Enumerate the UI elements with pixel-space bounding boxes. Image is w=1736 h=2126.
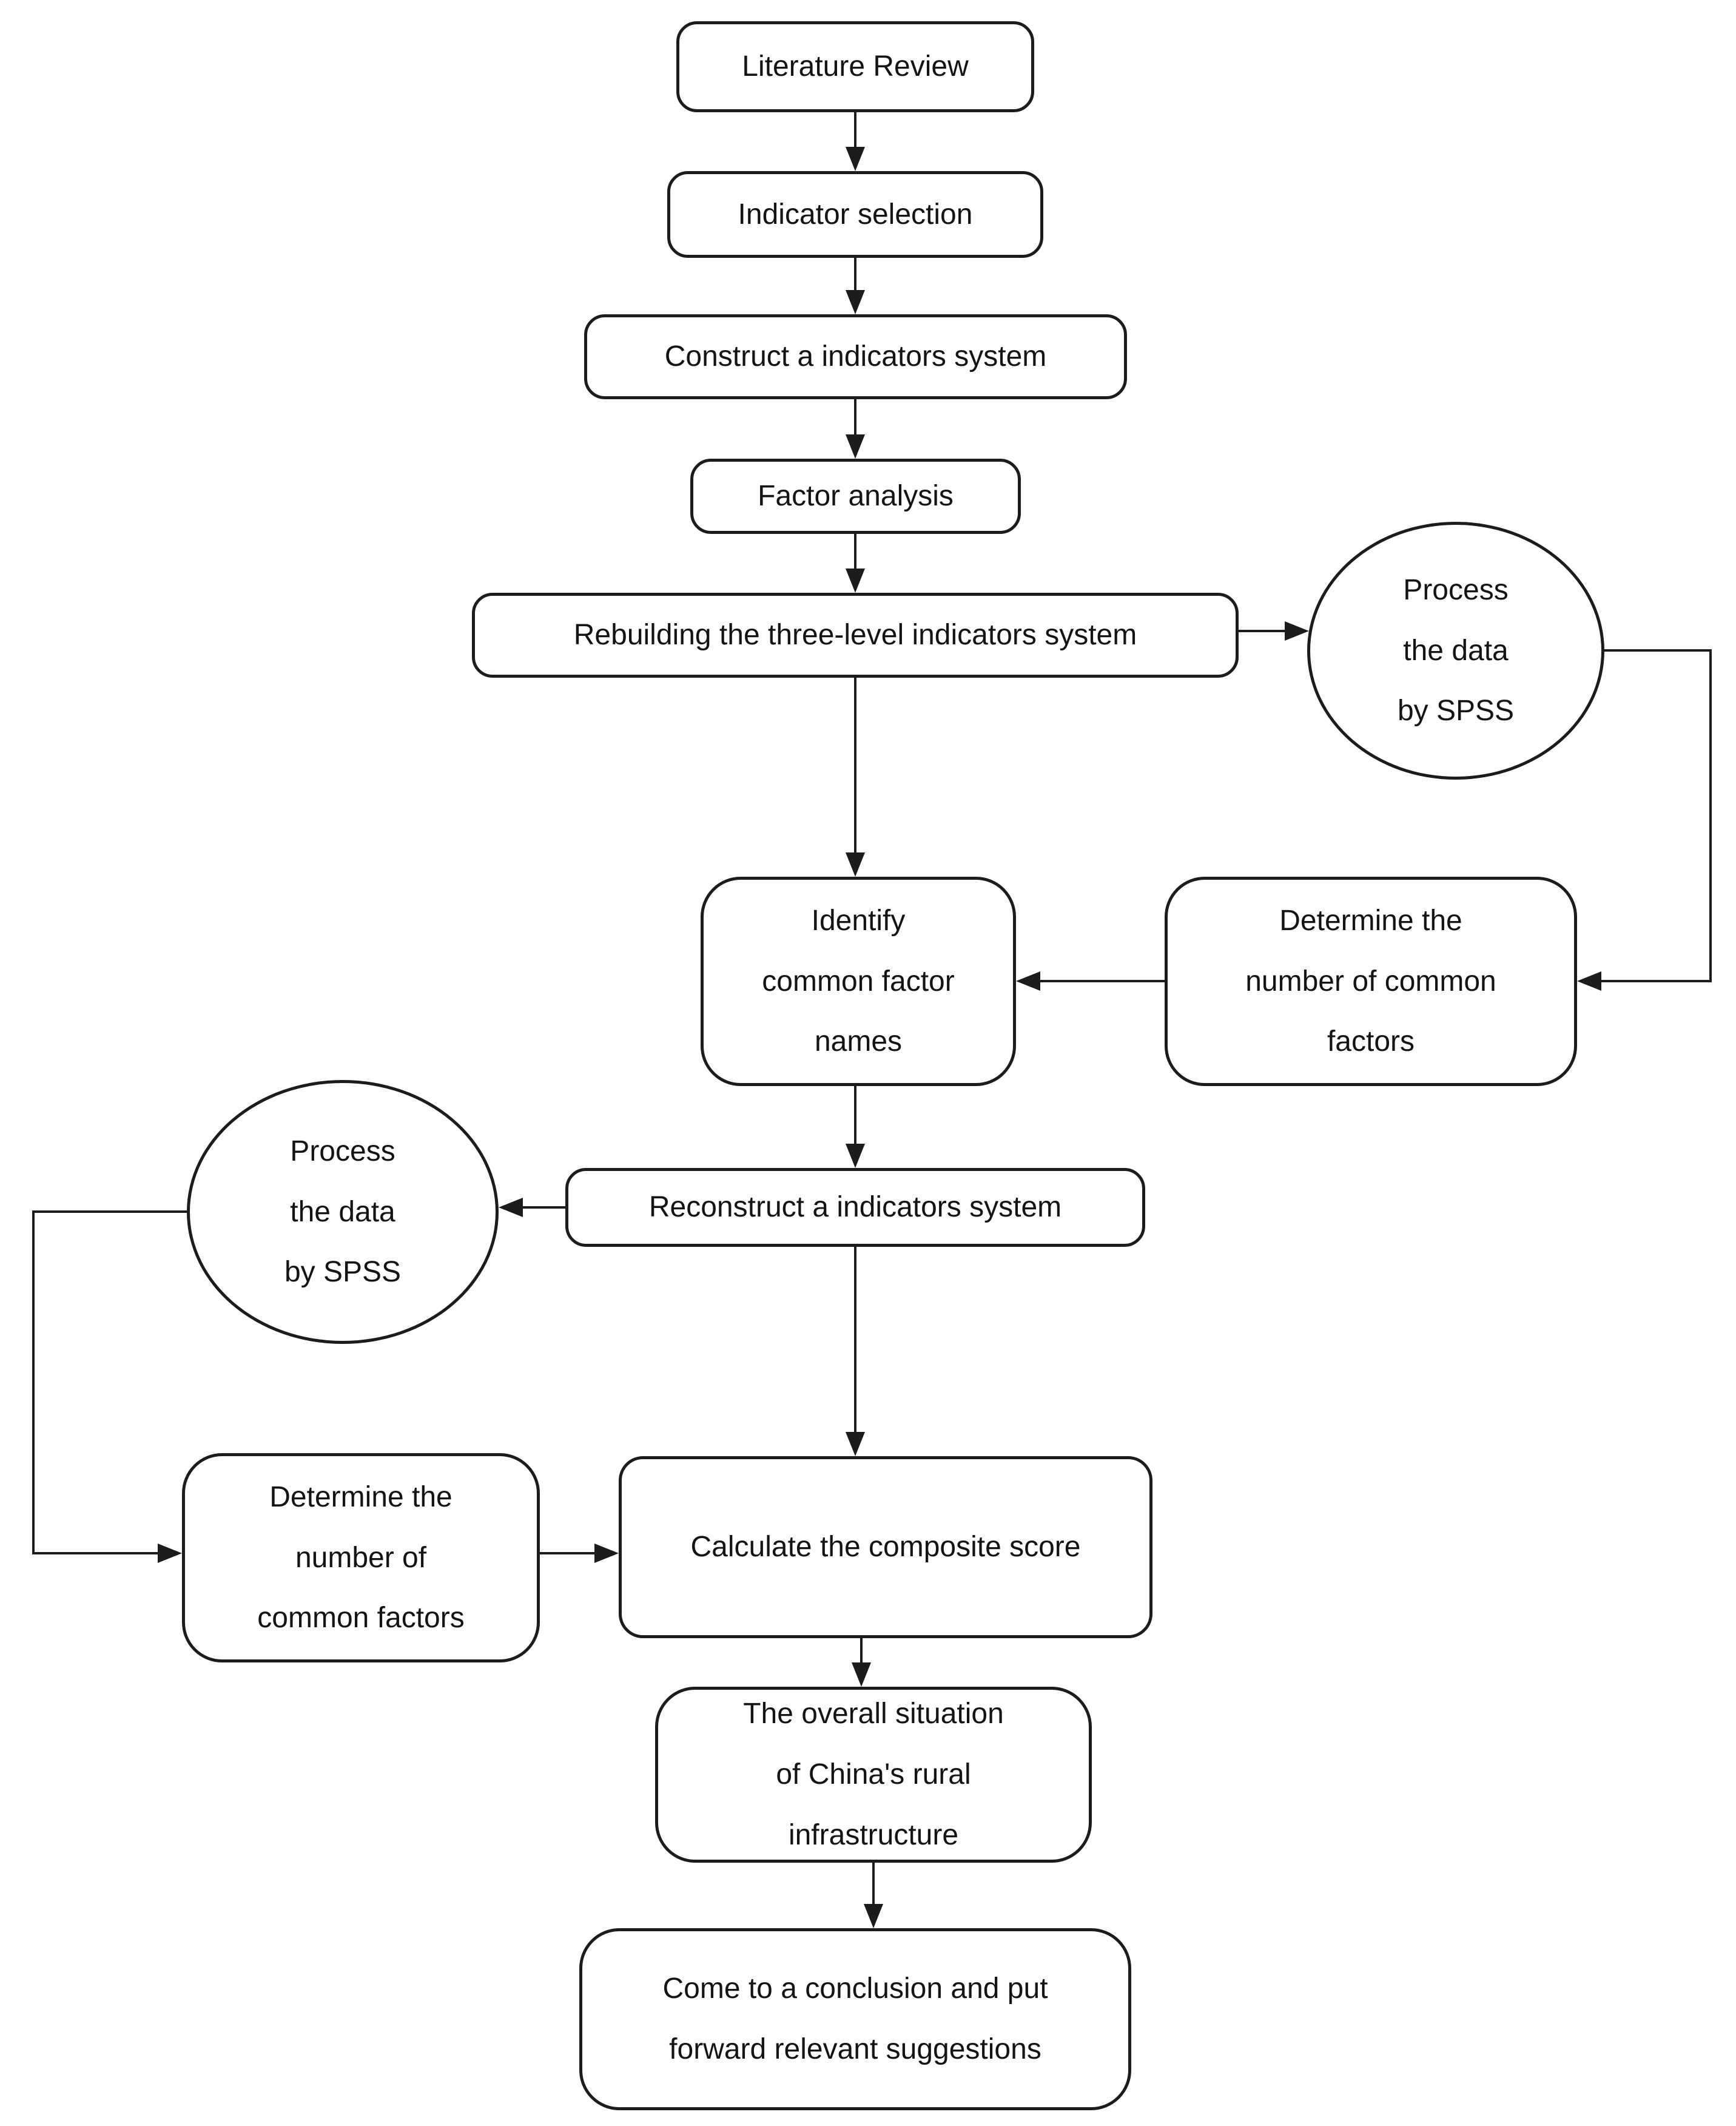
edge-literature-to-indicator-arrowhead-icon	[846, 147, 865, 171]
edge-construct-to-factor-segment-1	[854, 399, 856, 437]
edge-spss-left-to-determine-left-segment-1	[35, 1210, 187, 1213]
edge-rebuilding-to-identify-segment-1	[854, 678, 856, 855]
edge-indicator-to-construct-arrowhead-icon	[846, 290, 865, 314]
edge-spss-right-to-determine-right-segment-3	[1601, 980, 1712, 982]
node-indicator-selection: Indicator selection	[667, 171, 1043, 258]
node-label-literature-review: Literature Review	[742, 50, 969, 83]
edge-rebuilding-to-spss-right-segment-1	[1239, 630, 1287, 632]
edge-identify-to-reconstruct-segment-1	[854, 1086, 856, 1146]
edge-spss-right-to-determine-right-arrowhead-icon	[1577, 971, 1601, 991]
edge-factor-to-rebuilding-segment-1	[854, 534, 856, 571]
edge-determine-right-to-identify-arrowhead-icon	[1016, 971, 1040, 991]
node-calculate-composite-score: Calculate the composite score	[619, 1456, 1152, 1638]
node-label-factor-analysis: Factor analysis	[758, 480, 954, 512]
edge-determine-left-to-calculate-segment-1	[540, 1552, 597, 1554]
node-label-rebuilding-three-level-system: Rebuilding the three-level indicators sy…	[573, 619, 1137, 651]
edge-rebuilding-to-spss-right-arrowhead-icon	[1285, 621, 1309, 641]
node-construct-indicators-system: Construct a indicators system	[584, 314, 1127, 399]
edge-spss-right-to-determine-right-segment-1	[1603, 649, 1712, 652]
edge-spss-left-to-determine-left-segment-3	[32, 1552, 160, 1554]
edge-reconstruct-to-spss-left-segment-1	[520, 1206, 565, 1209]
edge-spss-left-to-determine-left-segment-2	[32, 1210, 35, 1554]
edge-spss-right-to-determine-right-segment-2	[1709, 649, 1712, 982]
edge-construct-to-factor-arrowhead-icon	[846, 434, 865, 459]
node-label-reconstruct-indicators-system: Reconstruct a indicators system	[648, 1191, 1062, 1223]
edge-overall-to-conclusion-segment-1	[872, 1863, 875, 1906]
edge-determine-right-to-identify-segment-1	[1038, 980, 1165, 982]
edge-calculate-to-overall-arrowhead-icon	[852, 1662, 871, 1687]
edge-reconstruct-to-calculate-arrowhead-icon	[846, 1432, 865, 1456]
node-rebuilding-three-level-system: Rebuilding the three-level indicators sy…	[472, 593, 1239, 678]
node-reconstruct-indicators-system: Reconstruct a indicators system	[565, 1168, 1145, 1247]
node-factor-analysis: Factor analysis	[690, 459, 1021, 534]
edge-calculate-to-overall-segment-1	[860, 1638, 863, 1665]
edge-spss-left-to-determine-left-arrowhead-icon	[158, 1544, 182, 1563]
node-label-construct-indicators-system: Construct a indicators system	[664, 340, 1047, 373]
node-literature-review: Literature Review	[676, 21, 1034, 112]
edge-identify-to-reconstruct-arrowhead-icon	[846, 1144, 865, 1168]
edge-determine-left-to-calculate-arrowhead-icon	[594, 1544, 619, 1563]
edge-rebuilding-to-identify-arrowhead-icon	[846, 852, 865, 877]
edge-reconstruct-to-calculate-segment-1	[854, 1247, 856, 1434]
edge-overall-to-conclusion-arrowhead-icon	[864, 1904, 883, 1928]
node-label-indicator-selection: Indicator selection	[738, 198, 973, 231]
edge-literature-to-indicator-segment-1	[854, 112, 856, 149]
node-label-calculate-composite-score: Calculate the composite score	[690, 1531, 1081, 1563]
edge-indicator-to-construct-segment-1	[854, 258, 856, 292]
edge-factor-to-rebuilding-arrowhead-icon	[846, 569, 865, 593]
edge-reconstruct-to-spss-left-arrowhead-icon	[499, 1198, 523, 1217]
